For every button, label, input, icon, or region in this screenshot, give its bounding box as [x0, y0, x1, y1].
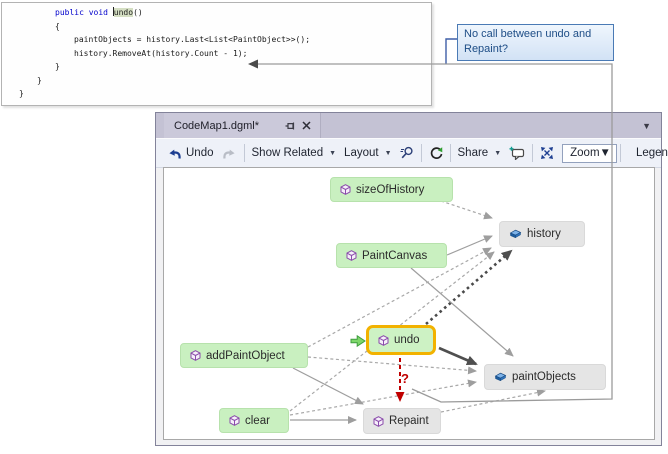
toolbar-separator — [532, 144, 534, 162]
map-comment-callout[interactable]: No call between undo and Repaint? — [457, 24, 614, 61]
toolbar-separator — [420, 144, 422, 162]
dropdown-caret-icon: ▼ — [494, 149, 502, 157]
code-line: history.RemoveAt(history.Count - 1); — [74, 48, 248, 58]
graph-node-Repaint[interactable]: Repaint — [363, 408, 441, 434]
toolbar-separator — [619, 144, 621, 162]
purple-cube-icon — [229, 415, 240, 426]
fit-to-screen-icon — [541, 147, 554, 159]
graph-node-sizeOfHistory[interactable]: sizeOfHistory — [330, 177, 453, 202]
dropdown-caret-icon: ▼ — [384, 149, 392, 157]
node-label: history — [527, 228, 561, 240]
code-editor-popup[interactable]: public void undo() { paintObjects = hist… — [1, 2, 432, 106]
toolbar-separator — [243, 144, 245, 162]
code-keyword: public void — [55, 8, 113, 17]
code-method-name-highlight: undo — [113, 8, 134, 17]
new-comment-icon — [509, 146, 525, 160]
graph-node-PaintCanvas[interactable]: PaintCanvas — [336, 243, 447, 268]
new-comment-button[interactable] — [505, 144, 529, 162]
find-icon — [400, 146, 413, 159]
graph-node-history[interactable]: history — [499, 221, 585, 247]
node-label: paintObjects — [512, 371, 576, 383]
blue-field-icon — [509, 229, 522, 239]
legend-label: Legend — [635, 147, 668, 159]
toolbar-separator — [449, 144, 451, 162]
show-related-label: Show Related — [251, 147, 324, 159]
node-label: undo — [394, 334, 420, 346]
code-line: { — [55, 21, 60, 31]
node-label: addPaintObject — [206, 349, 285, 362]
code-line: paintObjects = history.Last<List<PaintOb… — [74, 35, 311, 44]
dropdown-caret-icon: ▼ — [329, 149, 337, 157]
graph-node-paintObjects[interactable]: paintObjects — [484, 364, 606, 390]
blue-field-icon — [494, 372, 507, 382]
graph-node-clear[interactable]: clear — [219, 408, 289, 433]
undo-label: Undo — [186, 147, 214, 159]
text-caret — [112, 7, 114, 16]
code-line: } — [19, 89, 24, 98]
undo-icon — [169, 149, 181, 159]
purple-cube-icon — [378, 334, 389, 346]
dropdown-caret-icon: ▼ — [599, 147, 611, 159]
refresh-icon — [430, 147, 442, 159]
node-label: PaintCanvas — [362, 249, 428, 262]
graph-node-addPaintObject[interactable]: addPaintObject — [180, 343, 308, 368]
zoom-value: Zoom — [570, 147, 600, 159]
find-button[interactable] — [396, 144, 418, 162]
redo-icon — [222, 149, 235, 159]
tab-codemap[interactable]: CodeMap1.dgml* — [164, 113, 321, 138]
node-label: Repaint — [389, 415, 429, 427]
tab-list-caret-icon[interactable]: ▼ — [642, 120, 651, 131]
fit-to-screen-button[interactable] — [536, 144, 558, 162]
code-line: } — [37, 75, 42, 85]
graph-canvas[interactable] — [163, 167, 655, 440]
legend-button[interactable]: Legend — [629, 145, 668, 161]
refresh-button[interactable] — [425, 144, 447, 162]
toolbar: Undo Show Related ▼ Layout ▼ — [156, 138, 668, 168]
purple-cube-icon — [340, 184, 351, 195]
share-dropdown[interactable]: Share ▼ — [454, 145, 506, 161]
code-map-window: CodeMap1.dgml* ▼ Undo Show Related — [155, 112, 668, 446]
purple-cube-icon — [373, 415, 384, 427]
code-line: public void undo() — [2, 6, 431, 20]
tab-strip: CodeMap1.dgml* ▼ — [156, 113, 661, 138]
pin-icon[interactable] — [281, 120, 299, 132]
layout-dropdown[interactable]: Layout ▼ — [340, 145, 395, 161]
close-icon[interactable] — [299, 121, 314, 130]
purple-cube-icon — [190, 350, 201, 361]
layout-label: Layout — [344, 147, 379, 159]
node-label: sizeOfHistory — [356, 183, 425, 196]
tab-title: CodeMap1.dgml* — [174, 119, 259, 132]
code-line: } — [55, 62, 60, 71]
purple-cube-icon — [346, 250, 357, 261]
undo-button[interactable]: Undo — [163, 145, 218, 162]
green-arrow-icon — [350, 334, 366, 348]
zoom-combobox[interactable]: Zoom ▼ — [562, 143, 617, 163]
callout-blue-connector — [445, 38, 457, 64]
share-label: Share — [457, 147, 489, 159]
edge-question-annotation[interactable]: ? — [401, 371, 409, 386]
show-related-dropdown[interactable]: Show Related ▼ — [248, 145, 341, 161]
graph-node-undo[interactable]: undo — [366, 325, 436, 355]
code-text: () — [133, 8, 143, 17]
node-label: clear — [245, 414, 270, 427]
redo-button[interactable] — [218, 145, 241, 162]
